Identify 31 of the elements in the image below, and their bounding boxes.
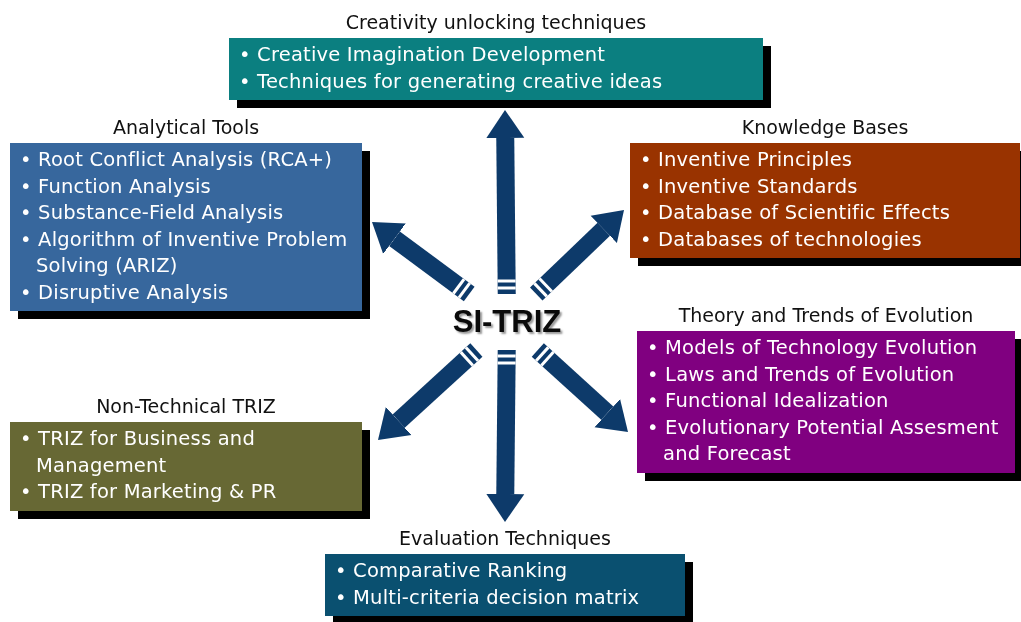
group-heading: Analytical Tools — [111, 115, 261, 139]
block-arrow — [378, 343, 483, 440]
bullet-item: • Substance-Field Analysis — [20, 200, 285, 226]
group-heading: Non-Technical TRIZ — [95, 394, 277, 418]
bullet-item: • Techniques for generating creative ideas — [239, 68, 664, 95]
bullet-item: • Functional Idealization — [647, 388, 890, 414]
block-arrow — [530, 210, 624, 301]
group-heading: Knowledge Bases — [740, 115, 910, 139]
bullet-item: • Inventive Principles — [640, 147, 854, 173]
bullet-item: • Comparative Ranking — [335, 558, 569, 584]
bullet-item: • Laws and Trends of Evolution — [647, 361, 956, 388]
bullet-item: • Models of Technology Evolution — [647, 335, 979, 361]
center-title: SI-TRIZ — [440, 294, 574, 350]
bullet-item: • Inventive Standards — [640, 173, 859, 200]
group-heading: Theory and Trends of Evolution — [677, 303, 975, 327]
bullet-item: • Database of Scientific Effects — [640, 200, 952, 226]
group-heading: Evaluation Techniques — [398, 526, 612, 550]
bullet-item: • TRIZ for Business and Management — [20, 426, 256, 479]
bullet-item: • Databases of technologies — [640, 226, 923, 253]
block-arrow — [531, 343, 628, 432]
bullet-item: • Disruptive Analysis — [20, 279, 230, 306]
bullet-item: • Root Conflict Analysis (RCA+) — [20, 147, 334, 173]
group-heading: Creativity unlocking techniques — [344, 10, 648, 34]
bullet-item: • Creative Imagination Development — [239, 42, 607, 68]
bullet-item: • Function Analysis — [20, 173, 212, 200]
bullet-item: • Evolutionary Potential Assesment and Forecast — [647, 414, 1000, 467]
block-arrow — [486, 110, 525, 295]
bullet-item: • Multi-criteria decision matrix — [335, 584, 641, 611]
block-arrow — [372, 222, 475, 302]
bullet-item: • TRIZ for Marketing & PR — [20, 479, 278, 505]
bullet-item: • Algorithm of Inventive Problem Solving (ARIZ) — [20, 226, 349, 279]
